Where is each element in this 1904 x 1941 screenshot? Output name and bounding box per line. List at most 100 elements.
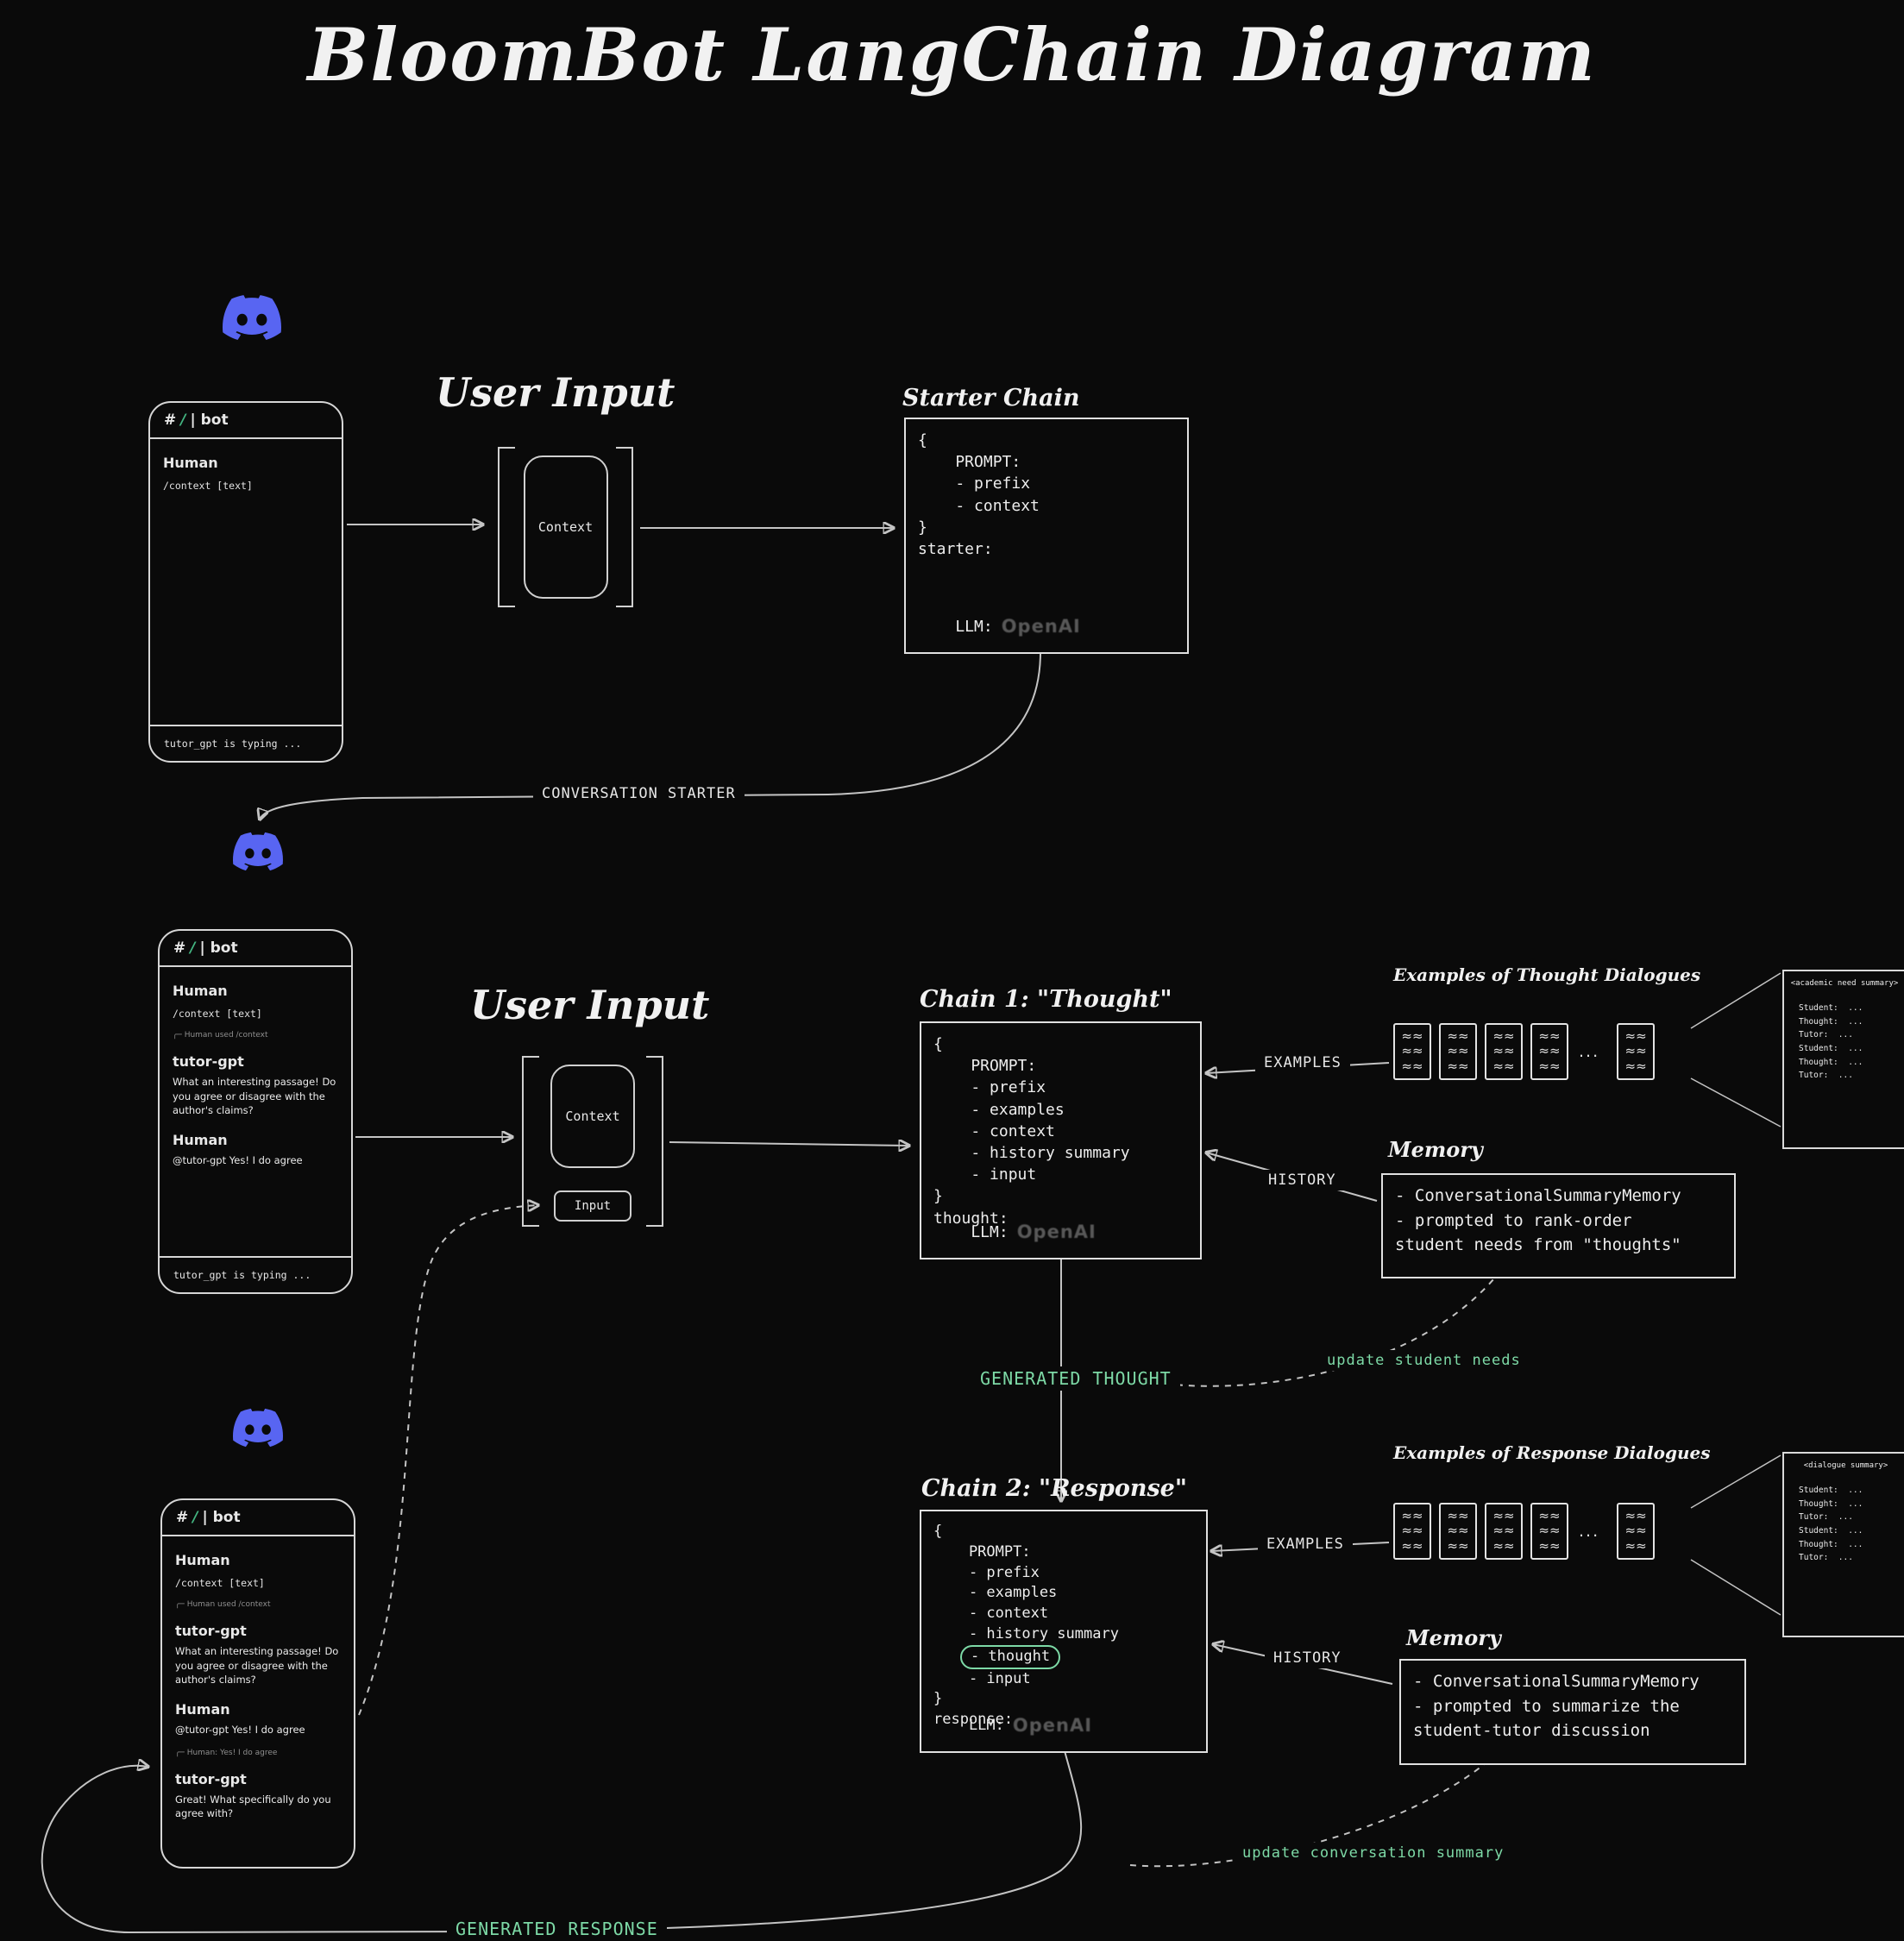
starter-chain-box: { PROMPT: - prefix - context}starter: LL…: [904, 418, 1189, 654]
arrow-phone3-to-input: [358, 1205, 538, 1716]
generated-response-label: GENERATED RESPONSE: [447, 1917, 667, 1941]
discord-icon: [233, 1408, 284, 1448]
llm-row: LLM: OpenAI: [918, 616, 1081, 637]
chain2-title: Chain 2: "Response": [921, 1475, 1187, 1502]
chat-message-author: Human: [175, 1552, 230, 1568]
detail-lines: Student: ...Thought: ...Tutor: ...Studen…: [1799, 1486, 1863, 1563]
generated-thought-label: GENERATED THOUGHT: [971, 1366, 1180, 1391]
channel-header: # / | bot: [162, 1500, 354, 1536]
chat-message-msg: @tutor-gpt Yes! I do agree: [173, 1154, 303, 1167]
chat-message-author: tutor-gpt: [173, 1053, 244, 1070]
response-example-detail: <dialogue summary> Student: ...Thought: …: [1782, 1452, 1904, 1637]
thought-example-detail: <academic need summary> Student: ...Thou…: [1782, 970, 1904, 1149]
chat-messages: Human/context [text]: [150, 439, 342, 725]
document-icon: [1530, 1023, 1568, 1080]
slash-command-icon: /: [190, 939, 196, 957]
examples-label: EXAMPLES: [1255, 1052, 1350, 1073]
chat-message-reply: ╭─ Human used /context: [175, 1600, 271, 1609]
examples-label: EXAMPLES: [1258, 1534, 1353, 1555]
channel-name: | bot: [202, 1509, 241, 1526]
conversation-starter-label: CONVERSATION STARTER: [533, 783, 745, 804]
channel-name: | bot: [190, 411, 229, 429]
chat-message-author: Human: [175, 1701, 230, 1718]
prompt-code: { PROMPT: - prefix - context}starter:: [918, 431, 1040, 558]
response-example-docs: ...: [1393, 1503, 1656, 1560]
channel-header: # / | bot: [150, 403, 342, 439]
history-label: HISTORY: [1265, 1648, 1350, 1668]
memory-box-2: - ConversationalSummaryMemory- prompted …: [1399, 1659, 1746, 1765]
chain1-title: Chain 1: "Thought": [920, 986, 1172, 1013]
zoom-line-thought-bottom: [1690, 1077, 1781, 1128]
discord-icon: [223, 295, 282, 340]
chat-message-author: tutor-gpt: [175, 1770, 247, 1787]
update-conversation-summary-label: update conversation summary: [1234, 1843, 1513, 1863]
discord-chat-phone-2: # / | bot Human/context [text]╭─ Human u…: [158, 929, 353, 1294]
history-label: HISTORY: [1260, 1170, 1345, 1190]
llm-label: LLM:: [933, 1717, 1004, 1734]
slash-command-icon: /: [180, 411, 186, 429]
chat-message-reply: ╭─ Human used /context: [173, 1031, 268, 1040]
detail-heading: <dialogue summary>: [1803, 1461, 1888, 1470]
examples-thought-title: Examples of Thought Dialogues: [1393, 964, 1701, 985]
arrow-context2-to-chain1: [669, 1142, 909, 1146]
prompt-code: { PROMPT: - prefix - examples - context …: [933, 1523, 1119, 1729]
discord-icon: [233, 832, 284, 871]
zoom-line-thought-top: [1690, 972, 1781, 1029]
slash-command-icon: /: [192, 1509, 198, 1526]
document-icon: [1439, 1503, 1477, 1560]
hash-icon: #: [176, 1509, 189, 1526]
document-icon: [1393, 1503, 1431, 1560]
channel-header: # / | bot: [160, 931, 351, 967]
channel-name: | bot: [199, 939, 238, 957]
llm-row: LLM: OpenAI: [933, 1222, 1097, 1242]
typing-indicator: tutor_gpt is typing ...: [160, 1256, 351, 1292]
llm-row: LLM: OpenAI: [933, 1715, 1092, 1736]
chat-message-reply: ╭─ Human: Yes! I do agree: [175, 1748, 278, 1757]
starter-chain-title: Starter Chain: [902, 385, 1080, 411]
prompt-code: { PROMPT: - prefix - examples - context …: [933, 1035, 1130, 1228]
chat-message-author: Human: [163, 455, 218, 471]
thought-example-docs: ...: [1393, 1023, 1656, 1080]
chat-message-author: Human: [173, 983, 228, 999]
openai-logo: OpenAI: [1001, 616, 1081, 637]
context-group-2: Context Input: [522, 1056, 663, 1227]
openai-logo: OpenAI: [1012, 1715, 1093, 1736]
user-input-label: User Input: [470, 982, 710, 1028]
memory-title: Memory: [1406, 1625, 1501, 1650]
document-icon: [1439, 1023, 1477, 1080]
detail-heading: <academic need summary>: [1790, 979, 1899, 988]
input-box: Input: [554, 1190, 632, 1222]
context-box: Context: [523, 455, 608, 599]
context-box: Context: [550, 1065, 635, 1168]
openai-logo: OpenAI: [1016, 1222, 1097, 1242]
chain1-box: { PROMPT: - prefix - examples - context …: [920, 1021, 1202, 1259]
user-input-label: User Input: [436, 369, 676, 416]
zoom-line-response-top: [1690, 1454, 1781, 1509]
update-student-needs-label: update student needs: [1318, 1350, 1530, 1371]
document-icon: [1530, 1503, 1568, 1560]
chat-message-command: /context [text]: [163, 480, 253, 492]
document-icon: [1485, 1023, 1523, 1080]
chat-message-command: /context [text]: [175, 1577, 265, 1589]
document-icon: [1485, 1503, 1523, 1560]
zoom-line-response-bottom: [1690, 1559, 1781, 1616]
detail-lines: Student: ...Thought: ...Tutor: ...Studen…: [1799, 1003, 1863, 1081]
hash-icon: #: [173, 939, 186, 957]
chat-messages: Human/context [text]╭─ Human used /conte…: [160, 967, 351, 1256]
chat-message-msg: What an interesting passage! Do you agre…: [173, 1076, 336, 1117]
memory-box-1: - ConversationalSummaryMemory- prompted …: [1381, 1173, 1736, 1278]
hash-icon: #: [164, 411, 177, 429]
right-bracket: [646, 1056, 663, 1227]
chain2-box: { PROMPT: - prefix - examples - context …: [920, 1510, 1208, 1753]
examples-response-title: Examples of Response Dialogues: [1393, 1442, 1711, 1463]
discord-chat-phone-1: # / | bot Human/context [text] tutor_gpt…: [148, 401, 343, 763]
right-bracket: [616, 447, 633, 607]
left-bracket: [522, 1056, 539, 1227]
ellipsis: ...: [1579, 1522, 1600, 1541]
llm-label: LLM:: [918, 617, 993, 636]
ellipsis: ...: [1579, 1042, 1600, 1061]
chat-messages: Human/context [text] ╭─ Human used /conte…: [162, 1536, 354, 1867]
llm-label: LLM:: [933, 1222, 1009, 1241]
chat-message-author: tutor-gpt: [175, 1623, 247, 1639]
context-group-1: Context: [498, 447, 633, 607]
